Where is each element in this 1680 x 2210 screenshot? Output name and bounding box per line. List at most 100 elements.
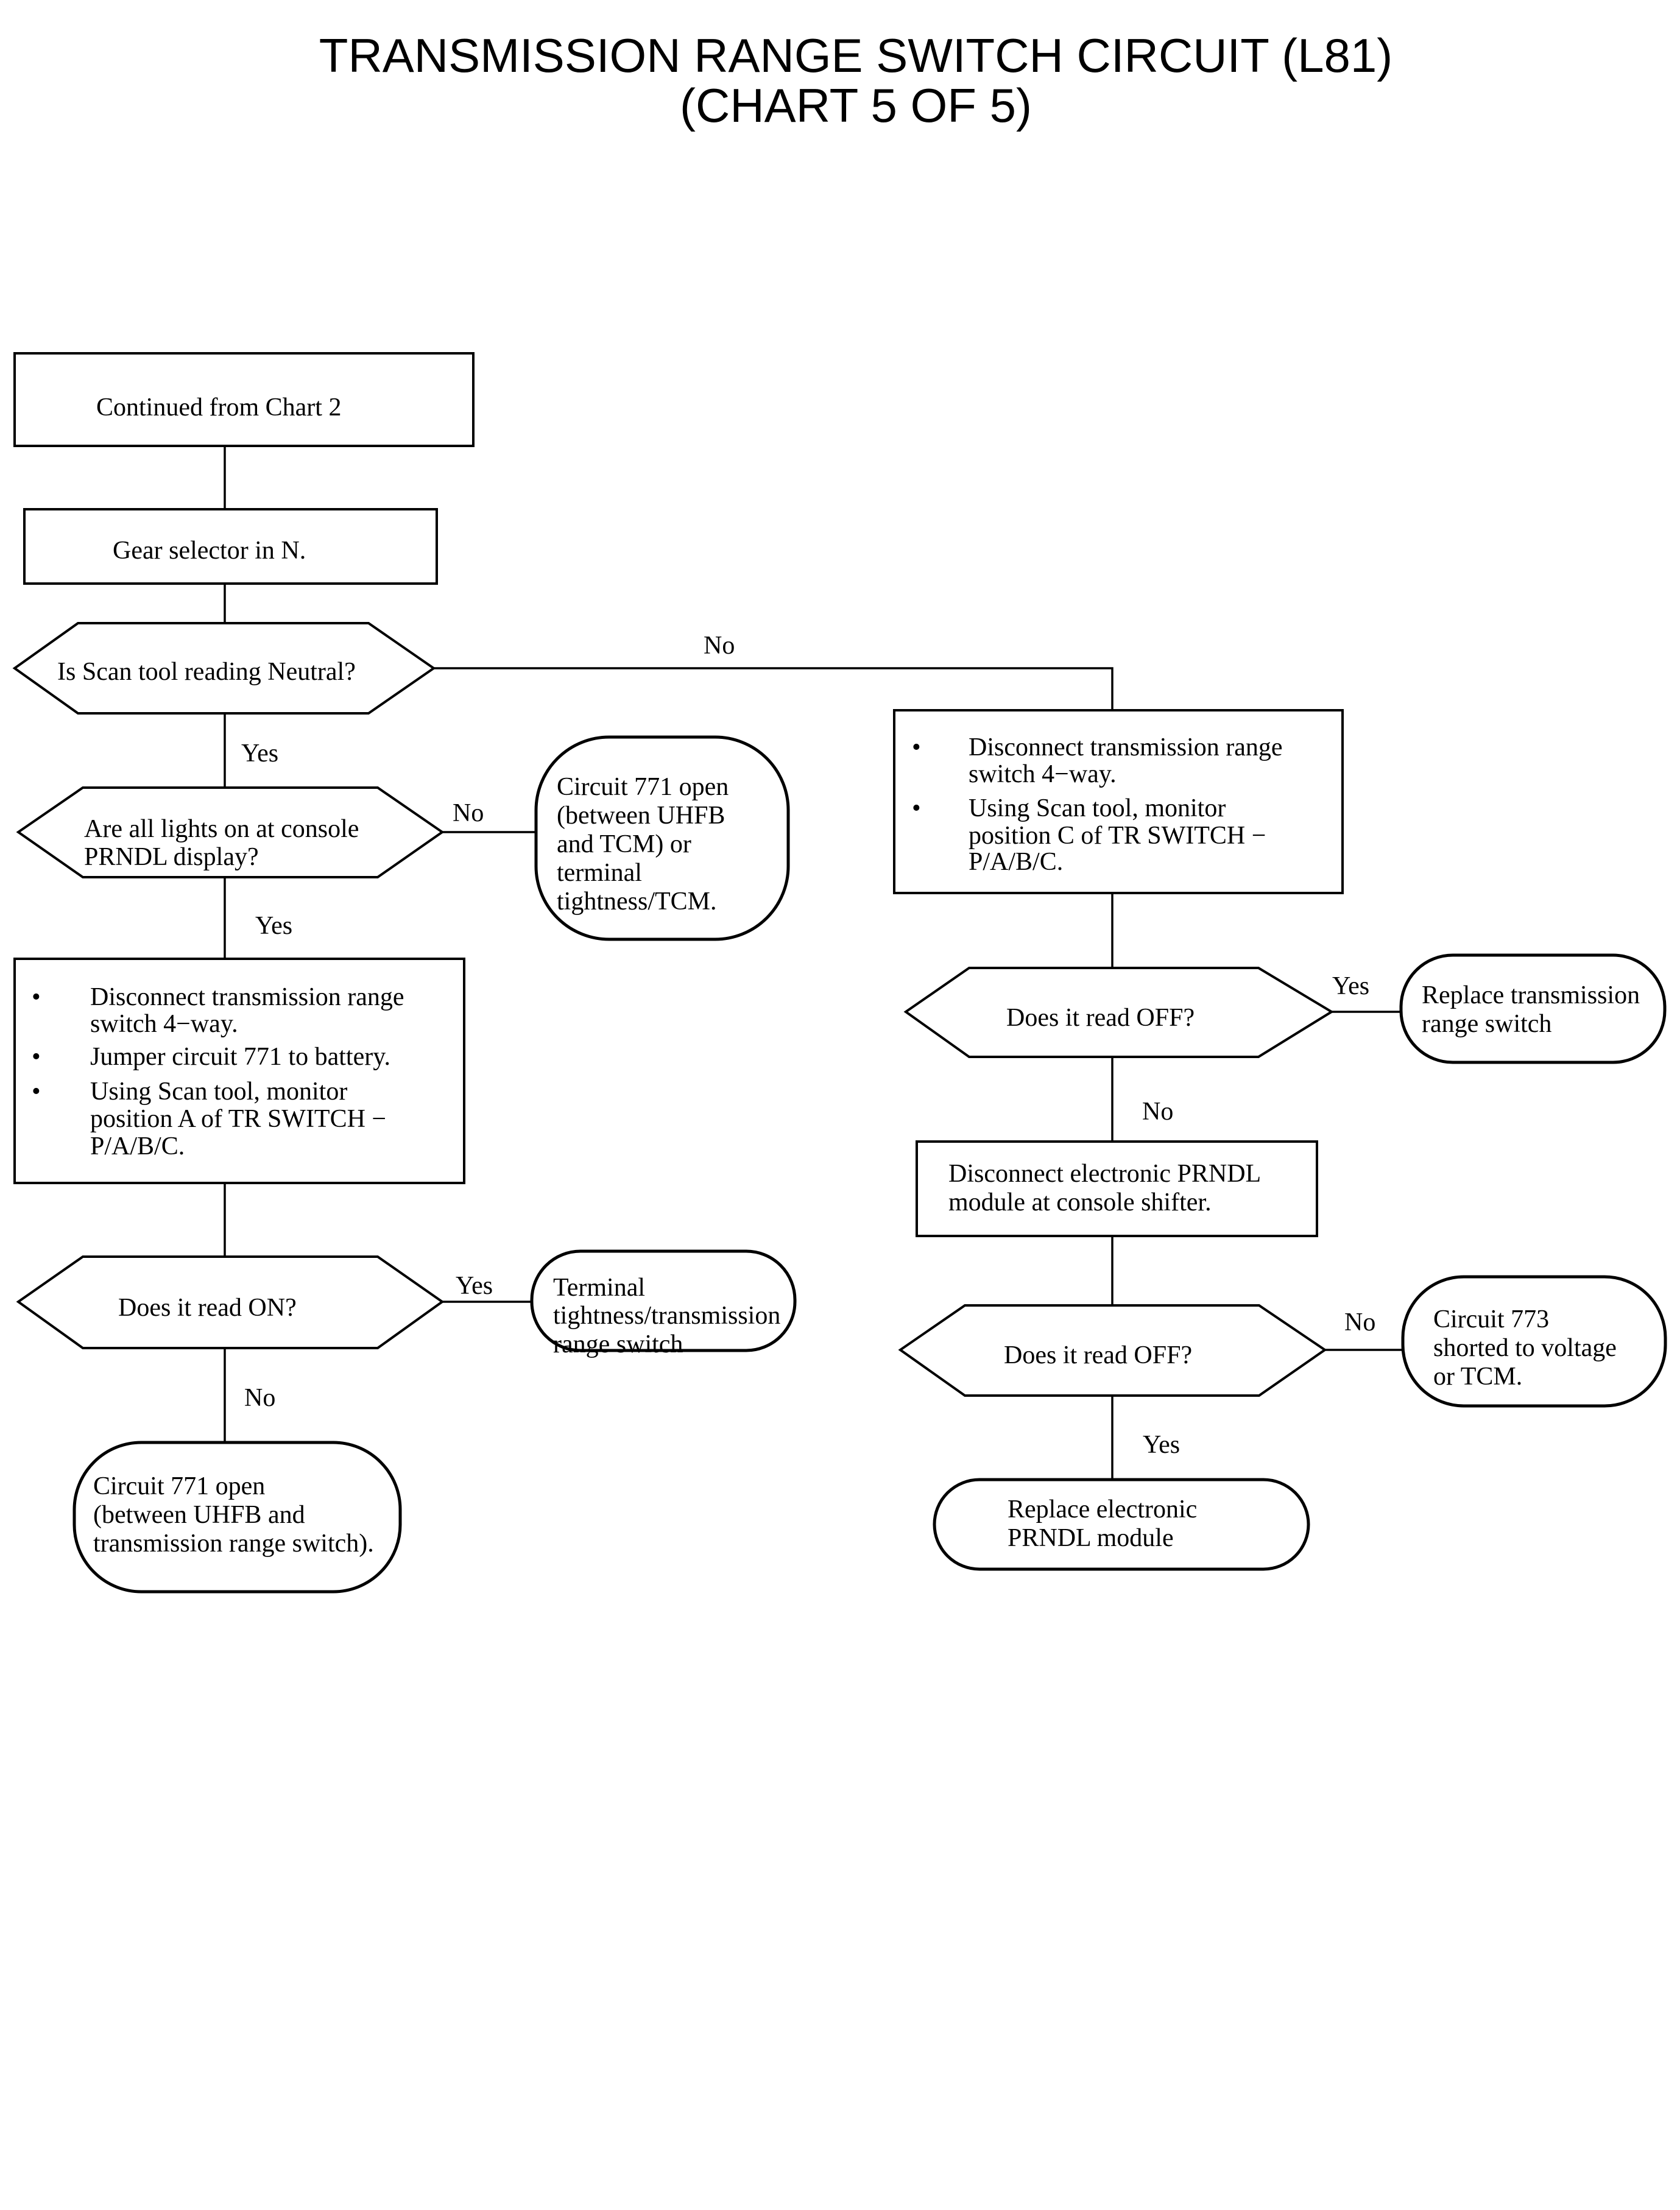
- label-lights-no: No: [453, 799, 484, 827]
- svg-text:switch 4−way.: switch 4−way.: [969, 760, 1117, 788]
- result-replace-prndl-line1: Replace electronic: [1008, 1495, 1197, 1523]
- step-a-item3-line1: Using Scan tool, monitor: [90, 1078, 347, 1106]
- result-773-line3: or TCM.: [1433, 1363, 1522, 1391]
- bullet-icon: •: [912, 794, 921, 822]
- result-771-trs-line1: Circuit 771 open: [93, 1472, 265, 1500]
- svg-text:Disconnect transmission range: Disconnect transmission range: [969, 733, 1283, 761]
- step-c-item1-line1: Disconnect transmission range: [969, 733, 1283, 761]
- svg-text:•: •: [912, 794, 921, 822]
- connectors: [224, 446, 1403, 1480]
- result-circuit-771-trs: Circuit 771 open (between UHFB and trans…: [72, 1441, 402, 1594]
- start-text: Continued from Chart 2: [96, 394, 341, 422]
- svg-text:•: •: [912, 733, 921, 761]
- svg-text:and TCM) or: and TCM) or: [557, 830, 691, 858]
- bullet-icon: •: [32, 983, 41, 1011]
- svg-text:Circuit 773: Circuit 773: [1433, 1305, 1549, 1333]
- bullet-icon: •: [912, 733, 921, 761]
- step-prndl-line2: module at console shifter.: [948, 1188, 1212, 1216]
- result-replace-trs: Replace transmission range switch: [1399, 953, 1667, 1064]
- decision-scan-neutral: Is Scan tool reading Neutral?: [12, 622, 436, 715]
- step-c-item2-line3: P/A/B/C.: [969, 848, 1063, 876]
- bullet-icon: •: [32, 1078, 41, 1106]
- svg-text:Continued from Chart 2: Continued from Chart 2: [96, 394, 341, 422]
- svg-text:Circuit 771 open: Circuit 771 open: [93, 1472, 265, 1500]
- svg-text:module at console shifter.: module at console shifter.: [948, 1188, 1212, 1216]
- decision-read-off-2: Does it read OFF?: [898, 1304, 1327, 1397]
- step-c-item2-line1: Using Scan tool, monitor: [969, 794, 1226, 822]
- svg-text:or TCM.: or TCM.: [1433, 1363, 1522, 1391]
- chart-title-line2: (CHART 5 OF 5): [680, 79, 1032, 132]
- result-771-trs-line3: transmission range switch).: [93, 1530, 374, 1558]
- bullet-icon: •: [32, 1043, 41, 1071]
- label-off2-yes: Yes: [1143, 1431, 1180, 1459]
- label-lights-yes: Yes: [255, 912, 292, 940]
- label-off1-no: No: [1142, 1098, 1173, 1126]
- svg-text:Replace transmission: Replace transmission: [1422, 981, 1640, 1009]
- svg-text:Gear selector in N.: Gear selector in N.: [113, 537, 306, 565]
- svg-text:P/A/B/C.: P/A/B/C.: [969, 848, 1063, 876]
- svg-text:range switch: range switch: [1422, 1010, 1551, 1038]
- step-a-item2-line1: Jumper circuit 771 to battery.: [90, 1043, 390, 1071]
- svg-text:PRNDL display?: PRNDL display?: [84, 843, 259, 871]
- svg-text:Does it read ON?: Does it read ON?: [118, 1294, 297, 1322]
- result-773-line2: shorted to voltage: [1433, 1334, 1617, 1362]
- svg-text:P/A/B/C.: P/A/B/C.: [90, 1132, 185, 1160]
- decision-read-off-1: Does it read OFF?: [903, 967, 1334, 1058]
- svg-text:Does it read OFF?: Does it read OFF?: [1006, 1004, 1195, 1032]
- result-771-tcm-line2: (between UHFB: [557, 802, 725, 830]
- svg-text:Are all lights on at console: Are all lights on at console: [84, 815, 359, 843]
- result-771-tcm-line4: terminal: [557, 859, 642, 887]
- svg-text:Jumper circuit 771 to battery.: Jumper circuit 771 to battery.: [90, 1043, 390, 1071]
- label-off1-yes: Yes: [1332, 972, 1369, 1000]
- label-on-no: No: [244, 1384, 275, 1412]
- label-neutral-no: No: [704, 632, 735, 660]
- svg-text:Disconnect transmission range: Disconnect transmission range: [90, 983, 404, 1011]
- decision-console-lights: Are all lights on at console PRNDL displ…: [16, 786, 445, 878]
- svg-text:PRNDL module: PRNDL module: [1008, 1524, 1174, 1552]
- svg-text:(between UHFB and: (between UHFB and: [93, 1501, 305, 1529]
- step-c-item1-line2: switch 4−way.: [969, 760, 1117, 788]
- result-771-tcm-line1: Circuit 771 open: [557, 773, 729, 801]
- result-771-tcm-line5: tightness/TCM.: [557, 888, 717, 916]
- step-position-c-box: • Disconnect transmission range switch 4…: [893, 709, 1344, 894]
- result-terminal-line2: tightness/transmission: [553, 1302, 780, 1330]
- result-771-trs-line2: (between UHFB and: [93, 1501, 305, 1529]
- gear-selector-box: Gear selector in N.: [23, 508, 438, 585]
- step-prndl-line1: Disconnect electronic PRNDL: [948, 1160, 1261, 1188]
- label-off2-no: No: [1344, 1308, 1375, 1336]
- result-circuit-771-tcm: Circuit 771 open (between UHFB and TCM) …: [534, 735, 790, 941]
- result-replace-trs-line1: Replace transmission: [1422, 981, 1640, 1009]
- step-a-item3-line2: position A of TR SWITCH −: [90, 1105, 386, 1133]
- decision-scan-neutral-text: Is Scan tool reading Neutral?: [57, 658, 356, 686]
- step-a-item1-line2: switch 4−way.: [90, 1010, 238, 1038]
- step-c-item2-line2: position C of TR SWITCH −: [969, 822, 1266, 850]
- svg-text:Circuit 771 open: Circuit 771 open: [557, 773, 729, 801]
- svg-text:shorted to voltage: shorted to voltage: [1433, 1334, 1617, 1362]
- result-replace-prndl-line2: PRNDL module: [1008, 1524, 1174, 1552]
- result-terminal-line3: range switch: [553, 1330, 683, 1358]
- result-terminal-tightness: Terminal tightness/transmission range sw…: [530, 1249, 797, 1358]
- gear-selector-text: Gear selector in N.: [113, 537, 306, 565]
- result-773-line1: Circuit 773: [1433, 1305, 1549, 1333]
- decision-console-lights-line1: Are all lights on at console: [84, 815, 359, 843]
- label-on-yes: Yes: [456, 1272, 493, 1300]
- svg-text:Does it read OFF?: Does it read OFF?: [1004, 1341, 1192, 1369]
- svg-text:•: •: [32, 1078, 41, 1106]
- result-circuit-773: Circuit 773 shorted to voltage or TCM.: [1401, 1275, 1667, 1408]
- decision-console-lights-line2: PRNDL display?: [84, 843, 259, 871]
- step-a-item3-line3: P/A/B/C.: [90, 1132, 185, 1160]
- svg-text:Using Scan tool, monitor: Using Scan tool, monitor: [90, 1078, 347, 1106]
- decision-read-off-1-text: Does it read OFF?: [1006, 1004, 1195, 1032]
- result-terminal-line1: Terminal: [553, 1274, 645, 1302]
- svg-text:tightness/transmission: tightness/transmission: [553, 1302, 780, 1330]
- decision-read-on: Does it read ON?: [16, 1255, 445, 1349]
- svg-text:position C of TR SWITCH −: position C of TR SWITCH −: [969, 822, 1266, 850]
- svg-text:switch 4−way.: switch 4−way.: [90, 1010, 238, 1038]
- svg-text:range switch: range switch: [553, 1330, 683, 1358]
- label-neutral-yes: Yes: [241, 740, 278, 768]
- svg-text:tightness/TCM.: tightness/TCM.: [557, 888, 717, 916]
- svg-text:Using Scan tool, monitor: Using Scan tool, monitor: [969, 794, 1226, 822]
- svg-text:terminal: terminal: [557, 859, 642, 887]
- result-replace-prndl: Replace electronic PRNDL module: [933, 1478, 1310, 1571]
